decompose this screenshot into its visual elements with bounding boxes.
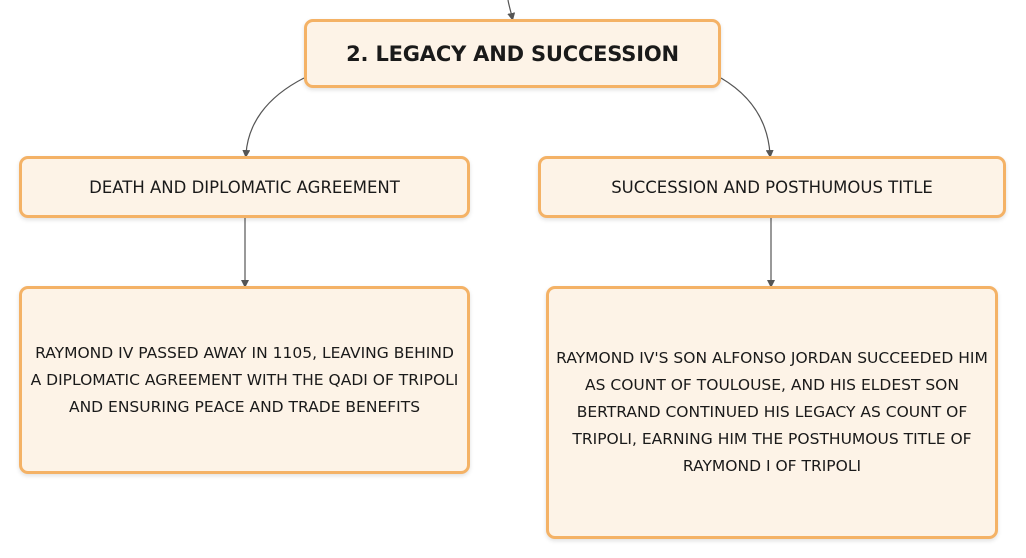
branch-label-death-agreement: DEATH AND DIPLOMATIC AGREEMENT [89, 177, 400, 197]
detail-text-succession-title: RAYMOND IV'S SON ALFONSO JORDAN SUCCEEDE… [556, 349, 988, 475]
branch-label-succession-title: SUCCESSION AND POSTHUMOUS TITLE [611, 177, 933, 197]
root-topic-node[interactable]: 2. LEGACY AND SUCCESSION [304, 19, 721, 88]
branch-node-death-agreement[interactable]: DEATH AND DIPLOMATIC AGREEMENT [19, 156, 470, 218]
connector-incoming-root [507, 0, 516, 21]
detail-node-death-agreement[interactable]: RAYMOND IV PASSED AWAY IN 1105, LEAVING … [19, 286, 470, 474]
connector-root-to-right-branch [720, 77, 774, 158]
detail-node-succession-title[interactable]: RAYMOND IV'S SON ALFONSO JORDAN SUCCEEDE… [546, 286, 998, 539]
branch-node-succession-title[interactable]: SUCCESSION AND POSTHUMOUS TITLE [538, 156, 1006, 218]
connector-root-to-left-branch [242, 77, 305, 158]
detail-text-death-agreement: RAYMOND IV PASSED AWAY IN 1105, LEAVING … [30, 343, 459, 416]
root-topic-label: 2. LEGACY AND SUCCESSION [346, 41, 679, 66]
